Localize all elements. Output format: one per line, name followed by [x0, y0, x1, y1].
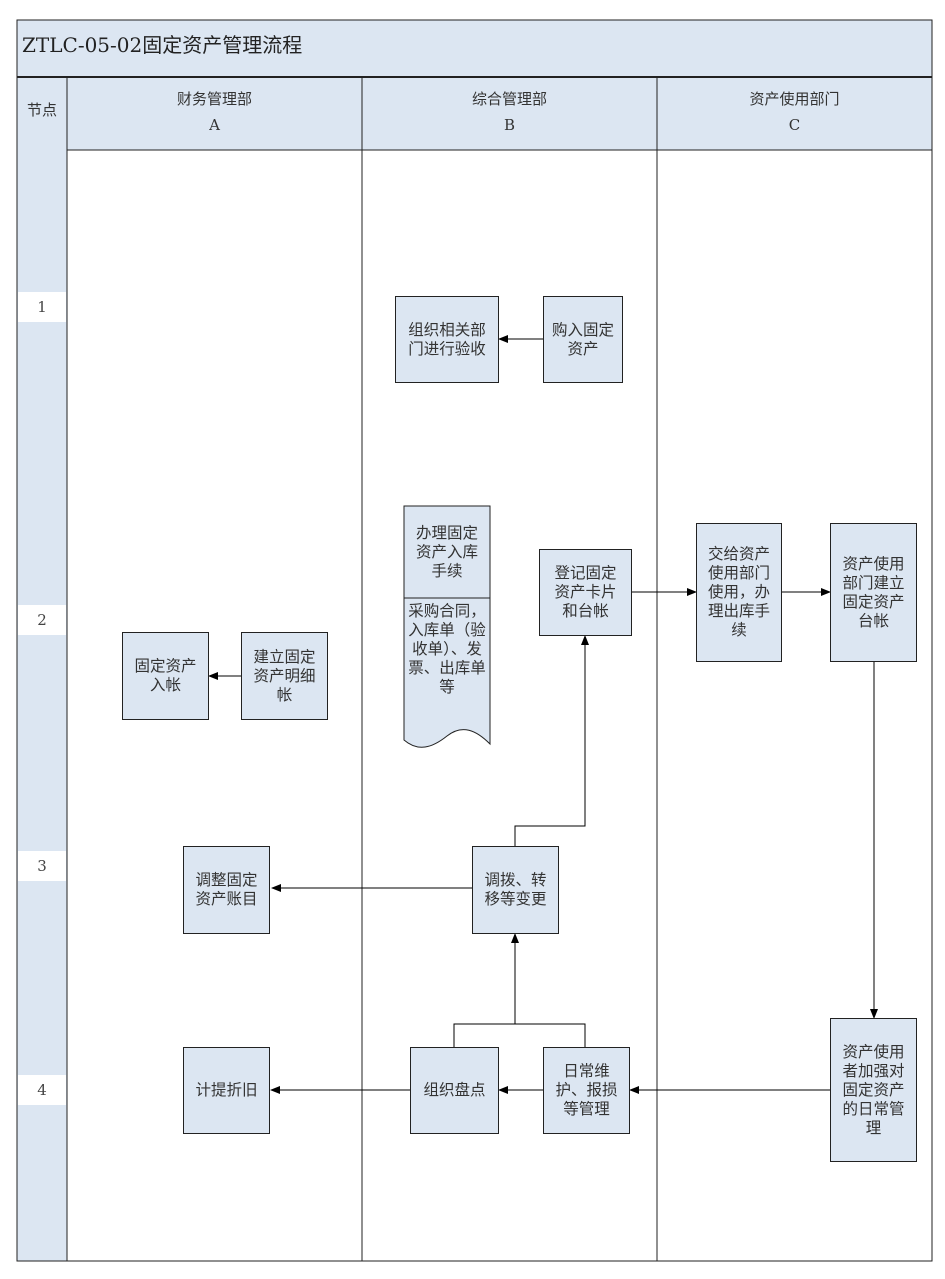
outer-border [16, 19, 933, 1262]
box-hand-over: 交给资产 使用部门 使用，办 理出库手 续 [696, 523, 782, 662]
lane-c-code: C [788, 116, 801, 134]
box-depreciation: 计提折旧 [183, 1047, 270, 1134]
lane-a-name: 财务管理部 [176, 90, 252, 108]
box-acceptance: 组织相关部 门进行验收 [395, 296, 499, 383]
box-purchase: 购入固定 资产 [543, 296, 623, 383]
box-build-detail: 建立固定 资产明细 帐 [241, 632, 328, 720]
arrow-transfer-to-register [514, 635, 589, 846]
document-title: 办理固定 资产入库 手续 [415, 524, 478, 580]
page-title: ZTLC-05-02固定资产管理流程 [22, 33, 303, 57]
lane-a-code: A [209, 116, 220, 134]
box-transfer: 调拨、转 移等变更 [472, 846, 559, 934]
lane-b-code: B [503, 116, 516, 134]
document-contents: 采购合同， 入库单（验 收单）、发 票、出库单 等 [408, 602, 486, 696]
document-shape [403, 505, 491, 748]
row-number-4: 4 [18, 1075, 66, 1105]
row-number-2: 2 [18, 605, 66, 635]
row-number-3: 3 [18, 851, 66, 881]
lane-b-name: 综合管理部 [471, 90, 547, 108]
row-number-1: 1 [18, 292, 66, 322]
box-dept-ledger: 资产使用 部门建立 固定资产 台帐 [830, 523, 917, 662]
title-band [17, 20, 932, 77]
box-register-card: 登记固定 资产卡片 和台帐 [539, 549, 632, 636]
box-daily-maint: 日常维 护、报损 等管理 [543, 1047, 630, 1134]
box-book-entry: 固定资产 入帐 [122, 632, 209, 720]
lane-header-band [17, 77, 932, 150]
box-inventory: 组织盘点 [410, 1047, 499, 1134]
lane-c-name: 资产使用部门 [749, 90, 840, 108]
box-adjust-account: 调整固定 资产账目 [183, 846, 270, 934]
box-user-daily: 资产使用 者加强对 固定资产 的日常管 理 [830, 1018, 917, 1162]
arrow-maint-merge-to-transfer [453, 1023, 586, 1047]
node-header-label: 节点 [26, 101, 57, 119]
